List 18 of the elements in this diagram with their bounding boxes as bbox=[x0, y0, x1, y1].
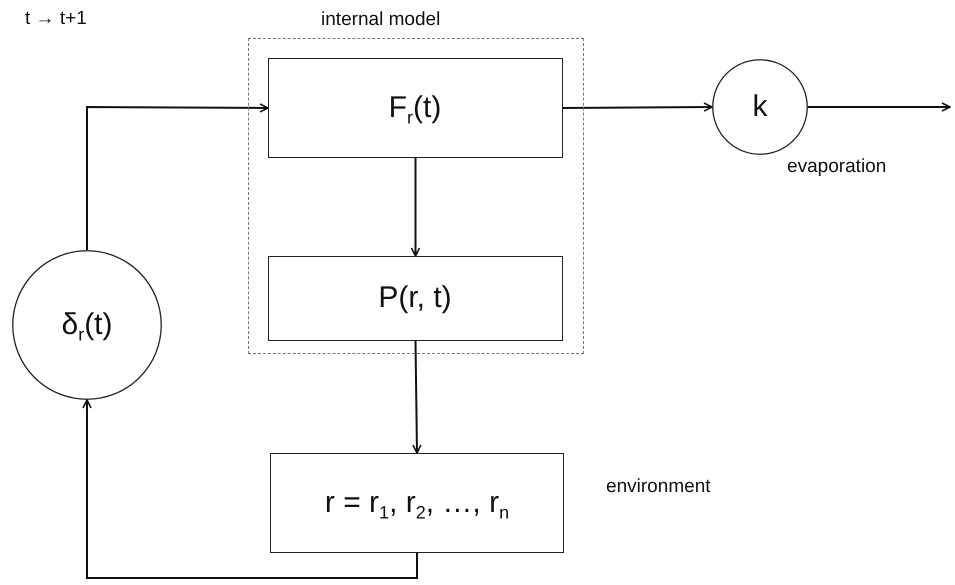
arrow bbox=[410, 158, 420, 257]
edge-label: t → t+1 bbox=[25, 8, 87, 30]
side-caption: evaporation bbox=[787, 156, 886, 178]
group-heading: internal model bbox=[321, 9, 440, 31]
process-box bbox=[270, 453, 564, 553]
box-label: P(r, t) bbox=[378, 281, 452, 315]
side-caption: environment bbox=[606, 476, 711, 498]
arrow bbox=[808, 102, 951, 112]
process-box bbox=[268, 256, 562, 340]
box-label: F$_{r}$(t) bbox=[388, 90, 442, 124]
arrow bbox=[82, 399, 418, 579]
arrow bbox=[563, 102, 713, 112]
arrow bbox=[86, 103, 269, 250]
box-label: r = r$_{1}$, r$_{2}$, …, r$_{n}$ bbox=[324, 486, 510, 520]
process-box bbox=[268, 58, 562, 158]
arrow bbox=[412, 340, 422, 454]
node-label: k bbox=[752, 90, 768, 124]
node-label: δ$_{r}$(t) bbox=[61, 308, 113, 342]
